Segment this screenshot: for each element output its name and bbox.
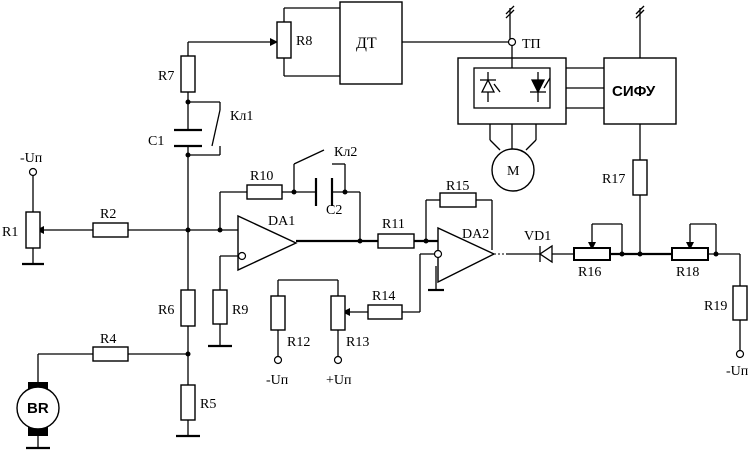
label-kl1: Кл1 xyxy=(230,109,253,124)
r15-body xyxy=(439,192,477,208)
label-r19: R19 xyxy=(704,299,727,314)
r8-body xyxy=(276,21,292,59)
label-r11: R11 xyxy=(382,217,405,232)
label-r18: R18 xyxy=(676,265,699,280)
label-r7: R7 xyxy=(158,69,174,84)
tachogenerator-icon xyxy=(16,382,60,448)
label-br: BR xyxy=(27,400,49,417)
label-r14: R14 xyxy=(372,289,395,304)
r9-body xyxy=(212,289,228,325)
r19-body xyxy=(732,285,748,321)
label-c2: C2 xyxy=(326,203,342,218)
r10-body xyxy=(246,184,283,200)
label-dt: ДТ xyxy=(356,35,377,52)
label-r1: R1 xyxy=(2,225,18,240)
r11-body xyxy=(377,233,415,249)
r7-body xyxy=(180,55,196,93)
label-r8: R8 xyxy=(296,34,312,49)
label-vd1: VD1 xyxy=(524,229,551,244)
resistors xyxy=(25,21,748,421)
label-r2: R2 xyxy=(100,207,116,222)
label-m: М xyxy=(507,164,520,179)
label-r5: R5 xyxy=(200,397,216,412)
r1-body xyxy=(25,211,41,249)
label-sifu: СИФУ xyxy=(612,83,656,100)
r18-body xyxy=(671,247,709,261)
opamps xyxy=(237,214,496,284)
label-kl2: Кл2 xyxy=(334,145,357,160)
capacitors xyxy=(174,128,334,206)
label-r15: R15 xyxy=(446,179,469,194)
r5-body xyxy=(180,384,196,421)
label-da1: DA1 xyxy=(268,214,295,229)
thyristor-bridge xyxy=(457,57,567,125)
sifu-block xyxy=(603,57,677,125)
label-minus-up-r12: -Uп xyxy=(266,373,289,388)
label-minus-up-r1: -Uп xyxy=(20,151,43,166)
label-minus-up-r19: -Uп xyxy=(726,364,749,379)
label-r13: R13 xyxy=(346,335,369,350)
thyristor-icon xyxy=(480,72,551,102)
terminals xyxy=(28,37,745,365)
r4-body xyxy=(92,346,129,362)
label-da2: DA2 xyxy=(462,227,489,242)
r14-body xyxy=(367,304,403,320)
r2-body xyxy=(92,222,129,238)
label-r16: R16 xyxy=(578,265,601,280)
dt-block xyxy=(339,1,403,85)
r12-body xyxy=(270,295,286,331)
labels: R7 R8 C1 Кл1 Кл2 R10 C2 DA1 R11 R15 DA2 … xyxy=(2,34,749,417)
supply-ticks xyxy=(505,5,645,19)
label-r10: R10 xyxy=(250,169,273,184)
r17-body xyxy=(632,159,648,196)
wires xyxy=(32,7,741,436)
label-r6: R6 xyxy=(158,303,174,318)
r6-body xyxy=(180,289,196,327)
label-r4: R4 xyxy=(100,332,116,347)
ground-icon xyxy=(22,262,444,450)
label-r17: R17 xyxy=(602,172,625,187)
label-r12: R12 xyxy=(287,335,310,350)
da1-triangle xyxy=(237,214,298,272)
label-c1: C1 xyxy=(148,134,164,149)
label-tp: ТП xyxy=(522,37,541,52)
blocks xyxy=(339,1,677,125)
diode-icon xyxy=(538,244,553,264)
kl1-blade xyxy=(211,109,221,147)
r16-body xyxy=(573,247,611,261)
junctions xyxy=(185,99,719,357)
motor-icon xyxy=(491,148,535,192)
r13-body xyxy=(330,295,346,331)
switches xyxy=(211,109,345,165)
label-r9: R9 xyxy=(232,303,248,318)
kl2-blade xyxy=(293,149,325,165)
label-plus-up-r13: +Uп xyxy=(326,373,352,388)
